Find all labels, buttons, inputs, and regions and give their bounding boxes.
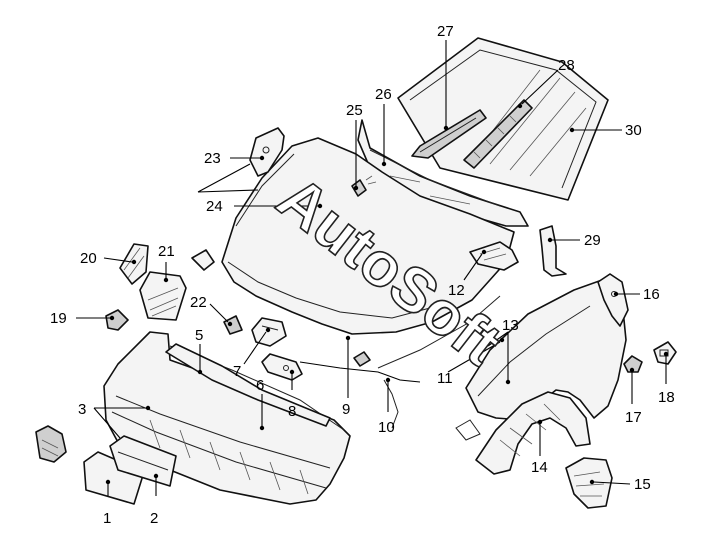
callout-23: 23 (204, 150, 221, 167)
mounting-bracket (539, 225, 567, 277)
callout-10: 10 (378, 419, 395, 436)
bumper-reinforcement (165, 343, 331, 427)
callout-1: 1 (103, 510, 111, 527)
windshield (397, 37, 609, 201)
callout-21: 21 (158, 243, 175, 260)
licence-plate (83, 451, 145, 505)
callout-20: 20 (80, 250, 97, 267)
callout-16: 16 (643, 286, 660, 303)
callout-28: 28 (558, 57, 575, 74)
mudflap (565, 457, 613, 509)
callout-2: 2 (150, 510, 158, 527)
side-lamp (105, 309, 129, 331)
callout-30: 30 (625, 122, 642, 139)
callout-24: 24 (206, 198, 223, 215)
callout-14: 14 (531, 459, 548, 476)
callout-7: 7 (233, 363, 241, 380)
callout-19: 19 (50, 310, 67, 327)
wheelarch-liner (475, 391, 591, 475)
callout-labels: 1 2 3 5 6 7 8 9 10 11 12 13 14 15 16 17 … (50, 23, 675, 527)
callout-15: 15 (634, 476, 651, 493)
bonnet-release-cable (299, 295, 501, 429)
callout-13: 13 (502, 317, 519, 334)
hood-hinge (249, 127, 285, 177)
bonnet-hood (221, 137, 515, 335)
licence-plate-holder (109, 435, 177, 487)
callout-8: 8 (288, 403, 296, 420)
hood-support (261, 353, 303, 381)
headlamp-housing (139, 249, 215, 321)
callout-11: 11 (437, 370, 453, 387)
headlamp-bracket (223, 315, 243, 335)
callout-18: 18 (658, 389, 675, 406)
hinge-bracket-leader (197, 163, 259, 193)
lock-carrier (251, 317, 287, 347)
callout-26: 26 (375, 86, 392, 103)
callout-9: 9 (342, 401, 350, 418)
wiper-arm (411, 109, 487, 159)
wing-clip (623, 355, 643, 373)
leader-lines (76, 40, 669, 496)
callout-22: 22 (190, 294, 207, 311)
callout-27: 27 (437, 23, 454, 40)
fog-lamp (35, 425, 67, 463)
callout-25: 25 (346, 102, 363, 119)
callout-3: 3 (78, 401, 86, 418)
wiper-blade (463, 99, 533, 169)
callout-17: 17 (625, 409, 642, 426)
callout-29: 29 (584, 232, 601, 249)
callout-6: 6 (256, 377, 264, 394)
callout-5: 5 (195, 327, 203, 344)
callout-12: 12 (448, 282, 465, 299)
